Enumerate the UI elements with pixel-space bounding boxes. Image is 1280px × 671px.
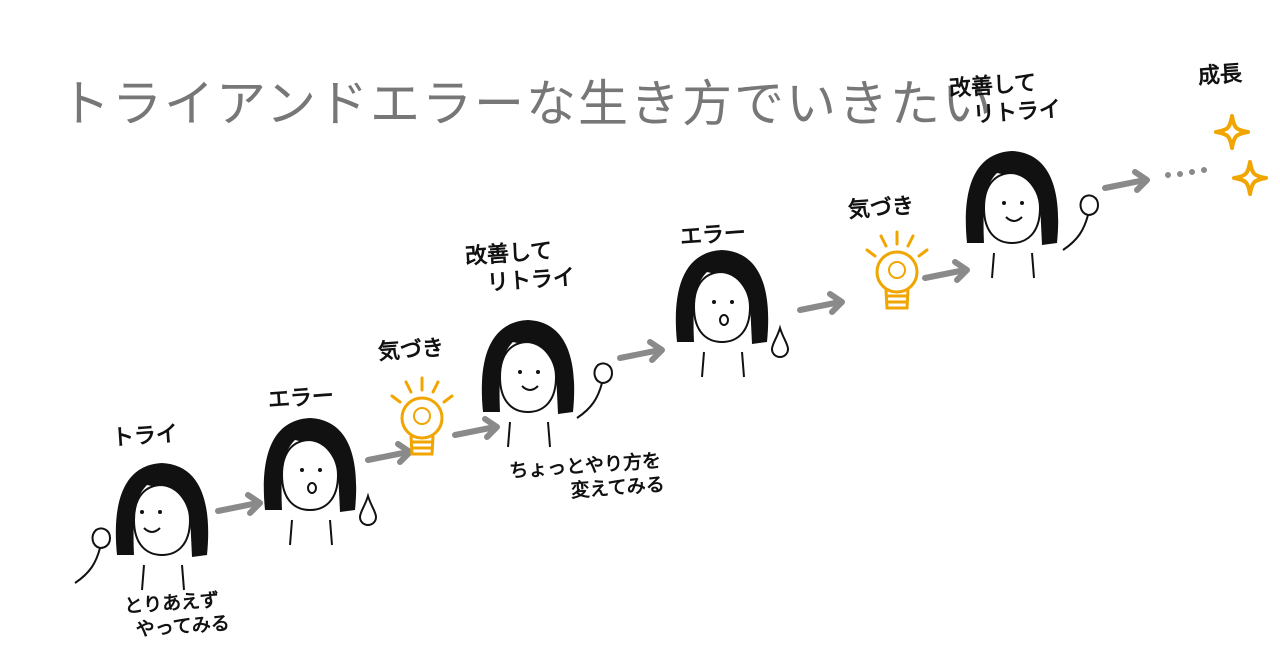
sparkle-icon (1232, 160, 1268, 196)
arrow-icon (925, 262, 967, 280)
step-label-retry-1: 改善して リトライ (464, 236, 576, 298)
step-label-insight-2: 気づき (847, 193, 915, 224)
step-label-retry-2: 改善して リトライ (948, 68, 1062, 131)
raised-hand-icon (74, 527, 111, 584)
step-label-error-1: エラー (267, 383, 335, 414)
raised-hand-icon (1062, 194, 1099, 251)
arrow-icon (218, 495, 260, 513)
arrow-icon (368, 444, 410, 462)
dots-icon (1165, 167, 1207, 178)
arrow-icon (620, 342, 662, 360)
step-label-growth: 成長 (1197, 61, 1243, 90)
person-retry-1 (480, 319, 613, 448)
person-try (74, 462, 210, 591)
step-label-error-2: エラー (679, 220, 747, 251)
raised-hand-icon (576, 362, 613, 419)
arrow-icon (800, 294, 842, 312)
arrow-icon (455, 419, 497, 437)
sweat-drop-icon (771, 327, 789, 358)
person-error-1 (262, 417, 377, 546)
person-retry-2 (964, 150, 1099, 279)
step-caption-try: とりあえず やってみる (123, 588, 230, 643)
page-title: トライアンドエラーな生き方でいきたい (60, 75, 994, 133)
person-error-2 (674, 249, 789, 378)
arrow-icon (1105, 172, 1147, 190)
lightbulb-icon (865, 230, 929, 310)
sparkle-icon (1214, 114, 1250, 150)
step-label-try: トライ (111, 421, 179, 452)
sweat-drop-icon (359, 495, 377, 526)
step-label-insight-1: 気づき (377, 335, 445, 366)
